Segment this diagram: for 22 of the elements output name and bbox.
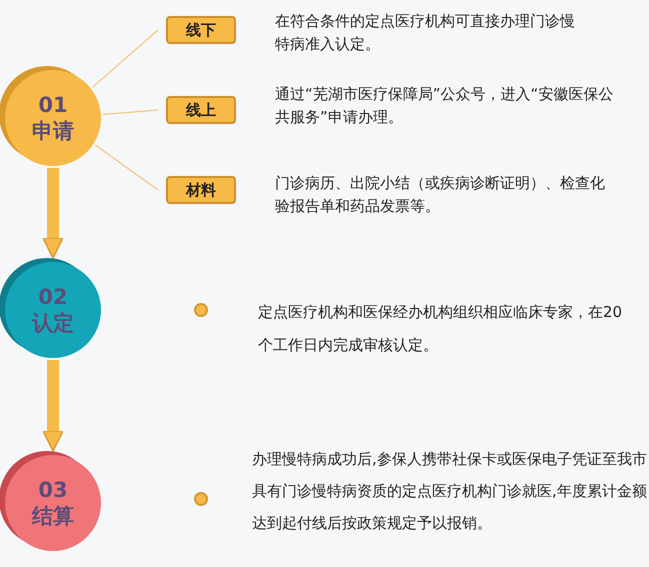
step-number: 02 [38, 284, 68, 310]
tag-label: 材料 [186, 180, 216, 200]
connector-line [92, 30, 158, 88]
category-tag [166, 96, 236, 124]
block-arrow [42, 168, 64, 259]
description-text: 定点医疗机构和医保经办机构组织相应临床专家，在20个工作日内完成审核认定。 [258, 302, 624, 356]
step-title: 申请 [32, 118, 74, 144]
category-tag [166, 16, 236, 44]
description-text: 在符合条件的定点医疗机构可直接办理门诊慢特病准入认定。 [275, 11, 576, 55]
connector-line [94, 144, 158, 190]
description-text: 门诊病历、出院小结（或疾病诊断证明）、检查化验报告单和药品发票等。 [275, 173, 605, 217]
step-title: 认定 [32, 310, 74, 336]
connector-line [102, 109, 158, 116]
step-circle [5, 70, 101, 166]
description-text: 办理慢特病成功后,参保人携带社保卡或医保电子凭证至我市具有门诊慢特病资质的定点医疗机构门诊就医,年度累计金额达到起付线后按政策规定予以报销。 [252, 449, 647, 534]
step-number: 01 [38, 92, 68, 118]
category-tag [166, 176, 236, 204]
description-text: 通过“芜湖市医疗保障局”公众号，进入“安徽医保公共服务”申请办理。 [275, 84, 614, 128]
tag-label: 线上 [186, 100, 216, 120]
tag-label: 线下 [186, 20, 216, 40]
step-title: 结算 [32, 503, 74, 529]
step-number: 03 [38, 477, 68, 503]
